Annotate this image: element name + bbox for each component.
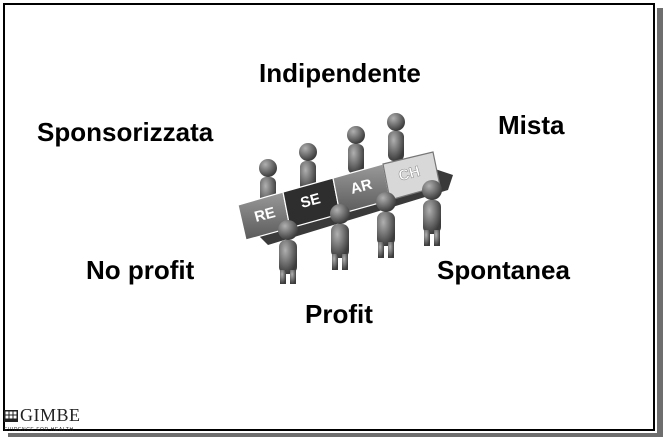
logo-name: GIMBE (20, 405, 81, 425)
puzzle-letters-1: RE (253, 204, 278, 226)
slide-shadow-bottom (8, 433, 663, 437)
term-no-profit: No profit (86, 255, 195, 285)
term-indipendente: Indipendente (259, 58, 421, 88)
puzzle-letters-4: CH (397, 163, 422, 185)
gimbe-logo: GIMBE EVIDENCE FOR HEALTH (4, 405, 81, 433)
term-profit: Profit (305, 299, 373, 329)
slide-shadow-right (657, 8, 663, 433)
term-sponsorizzata: Sponsorizzata (37, 117, 214, 147)
puzzle-letters-3: AR (349, 176, 374, 198)
term-spontanea: Spontanea (437, 255, 570, 285)
front-row-figures (278, 180, 442, 284)
term-mista: Mista (498, 110, 565, 140)
logo-tagline: EVIDENCE FOR HEALTH (4, 427, 74, 433)
logo-grid-icon (4, 409, 18, 422)
puzzle-letters-2: SE (299, 190, 323, 212)
research-teamwork-illustration: RE SE AR CH (237, 113, 453, 284)
